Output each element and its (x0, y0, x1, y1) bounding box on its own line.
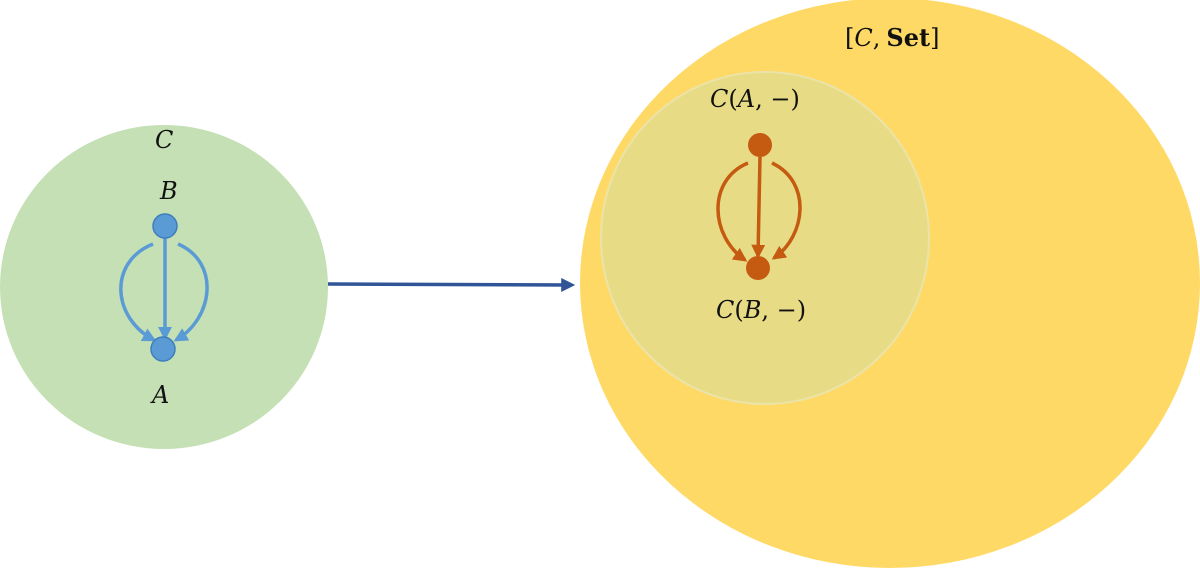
representable-a-label: C(A, −) (710, 85, 800, 113)
rep-b-rest: , −) (761, 296, 806, 324)
object-b-node (152, 213, 178, 239)
functor-category-label: [C,Set] (845, 23, 939, 52)
functor-open-bracket: [ (845, 24, 854, 52)
morphism-left-blue (119, 242, 157, 342)
object-a-node (150, 336, 176, 362)
rep-a-var: A (736, 85, 755, 113)
embedding-arrow (327, 277, 576, 292)
natural-transformations (716, 156, 802, 262)
embedded-image-circle (600, 71, 930, 405)
object-a-label: A (150, 381, 169, 409)
rep-b-c: C (716, 296, 734, 324)
transformation-right-orange (771, 161, 802, 260)
morphism-right-blue (173, 242, 209, 342)
rep-a-rest: , −) (755, 85, 800, 113)
rep-b-open: ( (734, 296, 743, 324)
rep-a-c: C (710, 85, 728, 113)
category-c-label: C (155, 126, 173, 154)
object-b-label: B (159, 177, 178, 205)
functor-close-bracket: ] (930, 24, 939, 52)
rep-a-open: ( (728, 85, 737, 113)
functor-c: C (854, 24, 872, 52)
representable-b-node (746, 256, 770, 280)
rep-b-var: B (743, 296, 762, 324)
functor-comma: , (873, 24, 881, 52)
transformation-straight-orange (751, 156, 766, 259)
transformation-left-orange (716, 161, 749, 262)
functor-set: Set (886, 23, 930, 52)
representable-b-label: C(B, −) (716, 296, 806, 324)
representable-a-node (748, 133, 772, 157)
morphisms-b-to-a (119, 238, 209, 342)
